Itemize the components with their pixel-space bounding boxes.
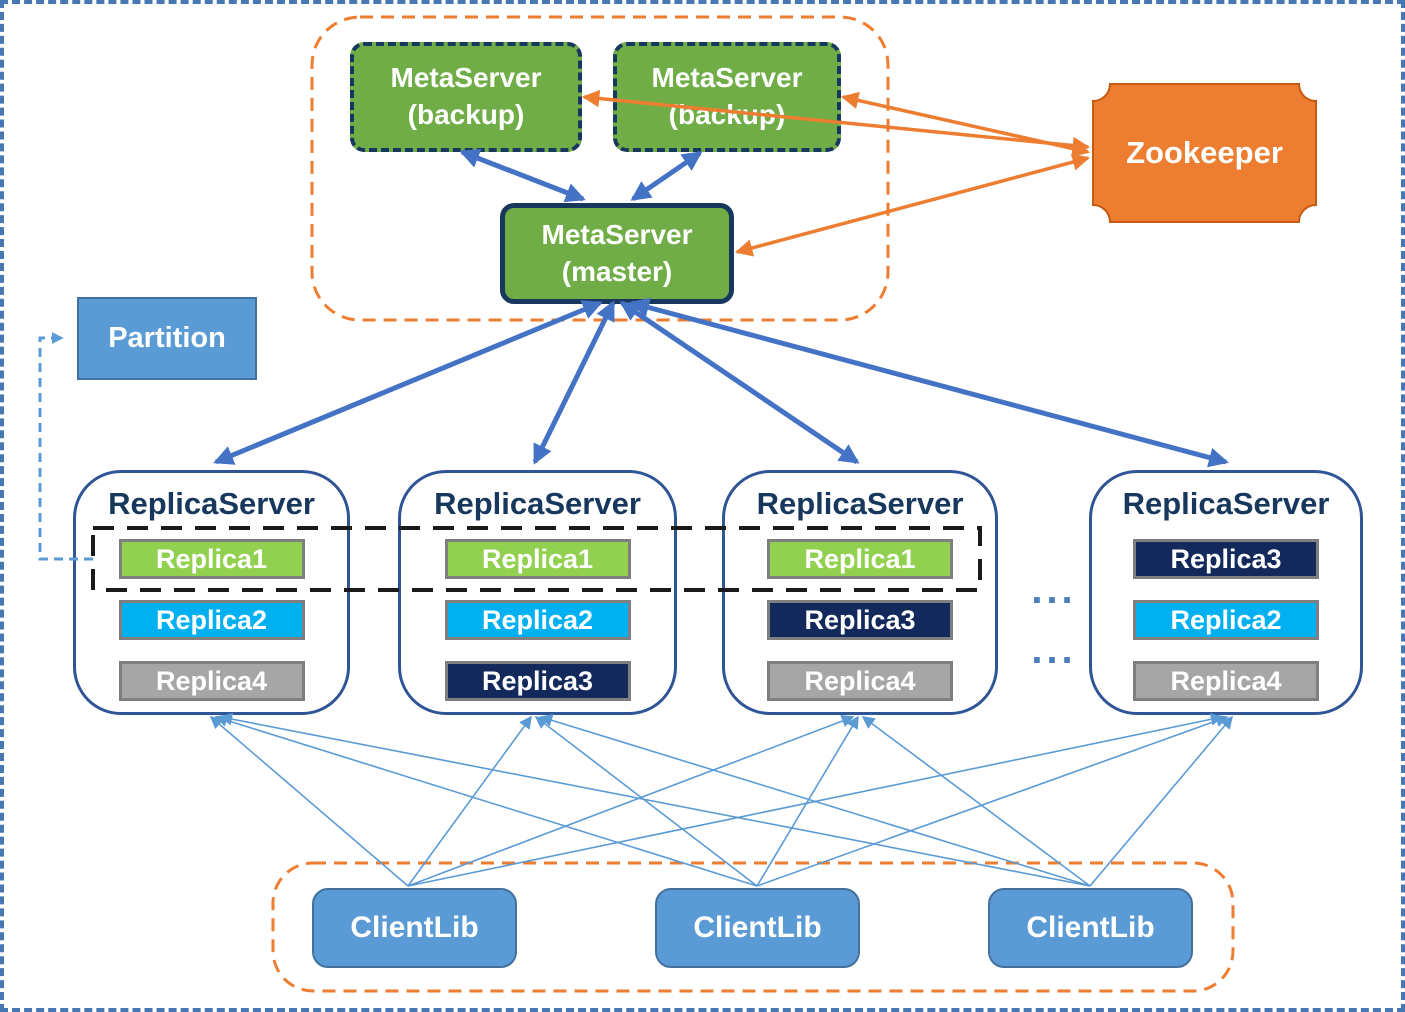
master-rs2-arrow <box>532 300 616 465</box>
clientlib-box-1: ClientLib <box>312 888 517 968</box>
master-rs4-arrow <box>629 297 1229 468</box>
cl2-rs3-arrow <box>756 715 859 887</box>
zookeeper-label: Zookeeper <box>1126 135 1283 170</box>
replica-chip-replica3: Replica3 <box>444 661 631 701</box>
cl2-rs1-arrow <box>214 714 758 887</box>
cl1-rs3-arrow <box>407 714 855 887</box>
metaserver-master-name: MetaServer <box>541 218 693 250</box>
master-rs3-arrow <box>619 300 860 465</box>
cl2-rs4-arrow <box>756 714 1229 887</box>
replica-chip-replica2: Replica2 <box>444 600 631 640</box>
master-rs1-arrow <box>213 300 603 465</box>
replica-chip-replica4: Replica4 <box>767 661 953 701</box>
clientlib-box-2: ClientLib <box>655 888 860 968</box>
zookeeper-box: Zookeeper <box>1092 83 1317 223</box>
clientlib-2-label: ClientLib <box>693 911 822 944</box>
replicaserver-1-title: ReplicaServer <box>108 486 315 521</box>
metaserver-backup-2-box: MetaServer (backup) <box>613 42 841 152</box>
replica-chip-replica3: Replica3 <box>767 600 953 640</box>
partition-label: Partition <box>108 322 226 354</box>
zookeeper-plaque-shape <box>1092 83 1317 223</box>
cl2-rs2-arrow <box>534 716 758 887</box>
replica-chip-replica3: Replica3 <box>1133 539 1319 579</box>
cl3-rs2-arrow <box>539 714 1091 887</box>
more-servers-ellipsis: ... ... <box>1031 568 1077 672</box>
replica-chip-replica4: Replica4 <box>1133 661 1319 701</box>
replica-chip-replica2: Replica2 <box>118 600 305 640</box>
replica-chip-replica4: Replica4 <box>118 661 305 701</box>
zookeeper-backup2-arrow <box>840 91 1091 158</box>
cl1-rs1-arrow <box>209 715 409 887</box>
replicaserver-4-title: ReplicaServer <box>1122 486 1330 521</box>
cl1-rs4-arrow <box>407 713 1224 887</box>
clientlib-1-label: ClientLib <box>350 911 479 944</box>
replicaserver-2-title: ReplicaServer <box>434 486 641 521</box>
zookeeper-master-arrow <box>734 153 1091 257</box>
metaserver-master-role: (master) <box>561 255 673 287</box>
metaserver-backup-2-role: (backup) <box>668 99 786 130</box>
cl3-rs4-arrow <box>1089 715 1234 887</box>
metaserver-backup-1-box: MetaServer (backup) <box>350 42 582 152</box>
partition-box: Partition <box>77 297 257 380</box>
cl3-rs3-arrow <box>861 716 1091 887</box>
metaserver-master-box: MetaServer (master) <box>500 203 734 304</box>
replica-chip-replica1: Replica1 <box>118 539 305 579</box>
replica-chip-replica1: Replica1 <box>767 539 953 579</box>
metaserver-backup-1-role: (backup) <box>407 99 525 130</box>
cl3-rs1-arrow <box>219 712 1091 887</box>
cl1-rs2-arrow <box>407 715 532 887</box>
metaserver-backup-2-name: MetaServer <box>651 62 803 94</box>
metaserver-backup-1-name: MetaServer <box>390 62 542 94</box>
replica-chip-replica2: Replica2 <box>1133 600 1319 640</box>
clientlib-box-3: ClientLib <box>988 888 1193 968</box>
master-backup1-arrow <box>459 148 586 203</box>
clientlib-3-label: ClientLib <box>1026 911 1155 944</box>
master-backup2-arrow <box>630 150 703 202</box>
replica-chip-replica1: Replica1 <box>444 539 631 579</box>
replicaserver-3-title: ReplicaServer <box>756 486 964 521</box>
